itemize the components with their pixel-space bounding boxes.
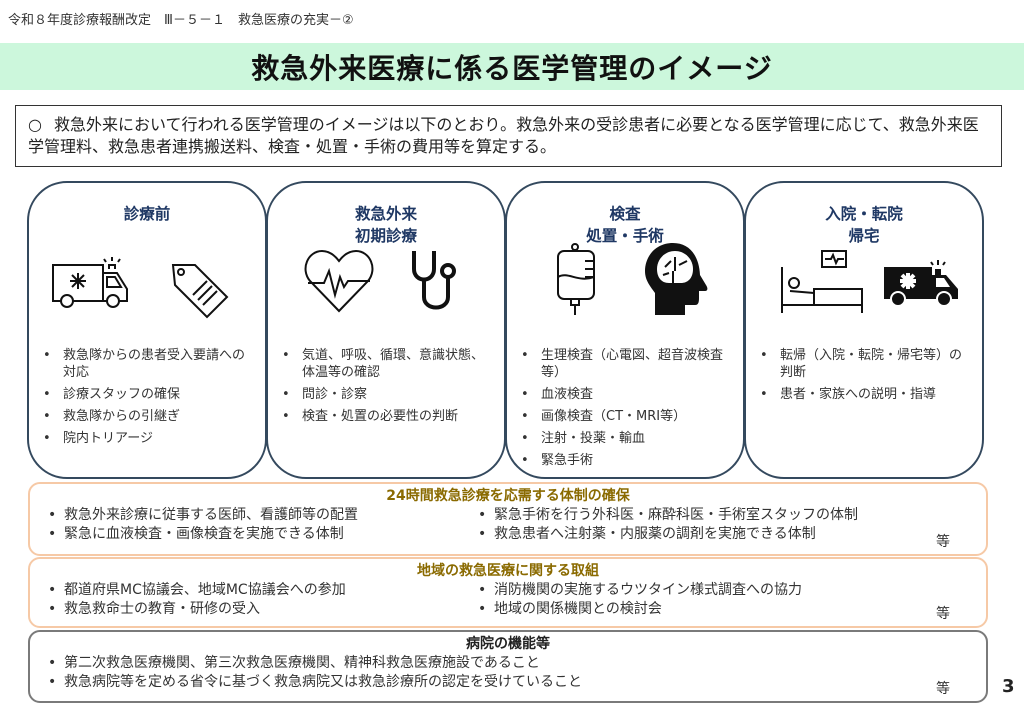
list-item: 地域の関係機関との検討会 (472, 600, 802, 619)
card-title: 救急外来初期診療 (268, 203, 504, 247)
list-item: 注射・投薬・輸血 (521, 430, 731, 447)
card-list: 気道、呼吸、循環、意識状態、体温等の確認 問診・診察 検査・処置の必要性の判断 (268, 347, 504, 425)
section-regional-efforts: 地域の救急医療に関する取組 都道府県MC協議会、地域MC協議会への参加救急救命士… (28, 557, 988, 628)
list-item: 血液検査 (521, 386, 731, 403)
card-list: 生理検査（心電図、超音波検査等） 血液検査 画像検査（CT・MRI等） 注射・投… (507, 347, 743, 469)
section-title: 24時間救急診療を応需する体制の確保 (386, 488, 630, 504)
list-item: 緊急に血液検査・画像検査を実施できる体制 (42, 525, 472, 544)
list-item: 救急病院等を定める省令に基づく救急病院又は救急診療所の認定を受けていること (42, 673, 582, 692)
title-band: 救急外来医療に係る医学管理のイメージ (0, 43, 1024, 90)
list-item: 救急外来診療に従事する医師、看護師等の配置 (42, 506, 472, 525)
hospital-bed-icon (781, 250, 863, 313)
list-item: 救急隊からの患者受入要請への対応 (43, 347, 253, 381)
etc-label: 等 (936, 606, 950, 622)
intro-box: ○救急外来において行われる医学管理のイメージは以下のとおり。救急外来の受診患者に… (15, 105, 1002, 167)
section-title: 病院の機能等 (466, 636, 550, 652)
card-title-line: 診療前 (123, 205, 171, 223)
card-title: 入院・転院帰宅 (746, 203, 982, 247)
etc-label: 等 (936, 681, 950, 697)
list-item: 都道府県MC協議会、地域MC協議会への参加 (42, 581, 472, 600)
card-title: 検査処置・手術 (507, 203, 743, 247)
section-title: 地域の救急医療に関する取組 (417, 563, 599, 579)
list-item: 生理検査（心電図、超音波検査等） (521, 347, 731, 381)
tag-icon (171, 264, 229, 319)
heartbeat-icon (304, 249, 374, 313)
stethoscope-icon (412, 251, 456, 310)
slide-header: 令和８年度診療報酬改定 Ⅲ－５－１ 救急医療の充実－② (8, 13, 354, 28)
card-title-line: 救急外来 (354, 205, 417, 223)
list-item: 問診・診察 (282, 386, 492, 403)
list-item: 緊急手術 (521, 452, 731, 469)
circle-marker: ○ (28, 115, 42, 134)
card-title: 診療前 (29, 203, 265, 247)
list-item: 画像検査（CT・MRI等） (521, 408, 731, 425)
card-title-line: 処置・手術 (586, 227, 664, 245)
card-title-line: 入院・転院 (825, 205, 903, 223)
list-item: 院内トリアージ (43, 430, 253, 447)
card-title-line: 検査 (609, 205, 641, 223)
list-item: 救急患者へ注射薬・内服薬の調剤を実施できる体制 (472, 525, 858, 544)
list-item: 患者・家族への説明・指導 (760, 386, 970, 403)
list-item: 緊急手術を行う外科医・麻酔科医・手術室スタッフの体制 (472, 506, 858, 525)
ambulance-filled-icon (884, 260, 958, 307)
list-item: 検査・処置の必要性の判断 (282, 408, 492, 425)
list-item: 気道、呼吸、循環、意識状態、体温等の確認 (282, 347, 492, 381)
list-item: 救急隊からの引継ぎ (43, 408, 253, 425)
ambulance-outline-icon (52, 257, 128, 308)
card-before-treatment: 診療前 救急隊からの患者受入要請への対応 診療スタッフの確保 救急隊からの引継ぎ… (27, 181, 267, 479)
etc-label: 等 (936, 534, 950, 550)
section-24h-system: 24時間救急診療を応需する体制の確保 救急外来診療に従事する医師、看護師等の配置… (28, 482, 988, 556)
brain-head-icon (645, 243, 708, 315)
list-item: 診療スタッフの確保 (43, 386, 253, 403)
list-item: 消防機関の実施するウツタイン様式調査への協力 (472, 581, 802, 600)
page-number: 3 (1002, 676, 1015, 697)
section-hospital-functions: 病院の機能等 第二次救急医療機関、第三次救急医療機関、精神科救急医療施設であるこ… (28, 630, 988, 703)
list-item: 転帰（入院・転院・帰宅等）の判断 (760, 347, 970, 381)
card-title-line: 帰宅 (848, 227, 880, 245)
list-item: 救急救命士の教育・研修の受入 (42, 600, 472, 619)
card-title-line: 初期診療 (354, 227, 417, 245)
list-item: 第二次救急医療機関、第三次救急医療機関、精神科救急医療施設であること (42, 654, 582, 673)
card-list: 救急隊からの患者受入要請への対応 診療スタッフの確保 救急隊からの引継ぎ 院内ト… (29, 347, 265, 447)
iv-bag-icon (557, 243, 595, 315)
intro-text: 救急外来において行われる医学管理のイメージは以下のとおり。救急外来の受診患者に必… (28, 115, 979, 156)
page-title: 救急外来医療に係る医学管理のイメージ (251, 51, 773, 85)
card-list: 転帰（入院・転院・帰宅等）の判断 患者・家族への説明・指導 (746, 347, 982, 403)
